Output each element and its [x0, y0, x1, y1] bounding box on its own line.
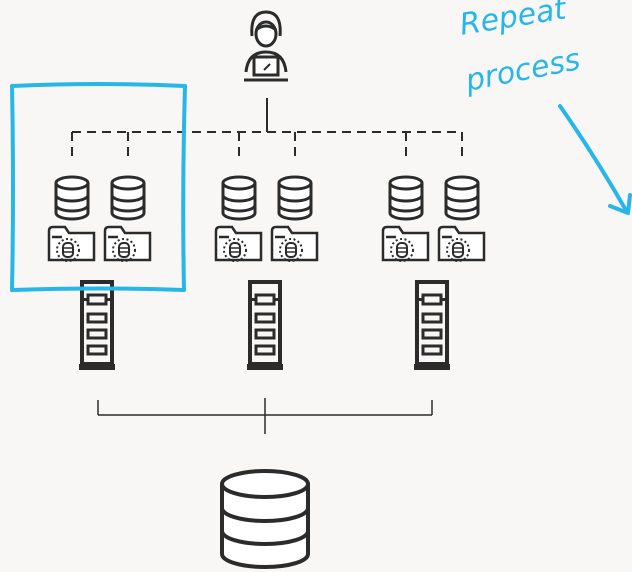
- server-rack-icon: [245, 280, 285, 372]
- server-rack-icon: [412, 280, 452, 372]
- folder-database-icon: [47, 225, 96, 263]
- shard-group-3: [381, 175, 486, 372]
- database-icon: [277, 175, 313, 221]
- folder-database-icon: [214, 225, 263, 263]
- folder-database-icon: [437, 225, 486, 263]
- shard-group-2: [214, 175, 319, 372]
- aggregation-bracket: [97, 398, 433, 434]
- central-database-icon: [220, 469, 310, 569]
- database-icon: [444, 175, 480, 221]
- database-icon: [54, 175, 90, 221]
- highlight-box: [10, 82, 187, 292]
- dashed-bus: [71, 131, 463, 160]
- repeat-arrow: [558, 104, 632, 215]
- shard-group-1: [47, 175, 152, 372]
- database-icon: [388, 175, 424, 221]
- folder-database-icon: [103, 225, 152, 263]
- user-laptop-icon: [244, 10, 288, 82]
- database-icon: [110, 175, 146, 221]
- folder-database-icon: [381, 225, 430, 263]
- server-rack-icon: [77, 280, 117, 372]
- folder-database-icon: [270, 225, 319, 263]
- database-icon: [221, 175, 257, 221]
